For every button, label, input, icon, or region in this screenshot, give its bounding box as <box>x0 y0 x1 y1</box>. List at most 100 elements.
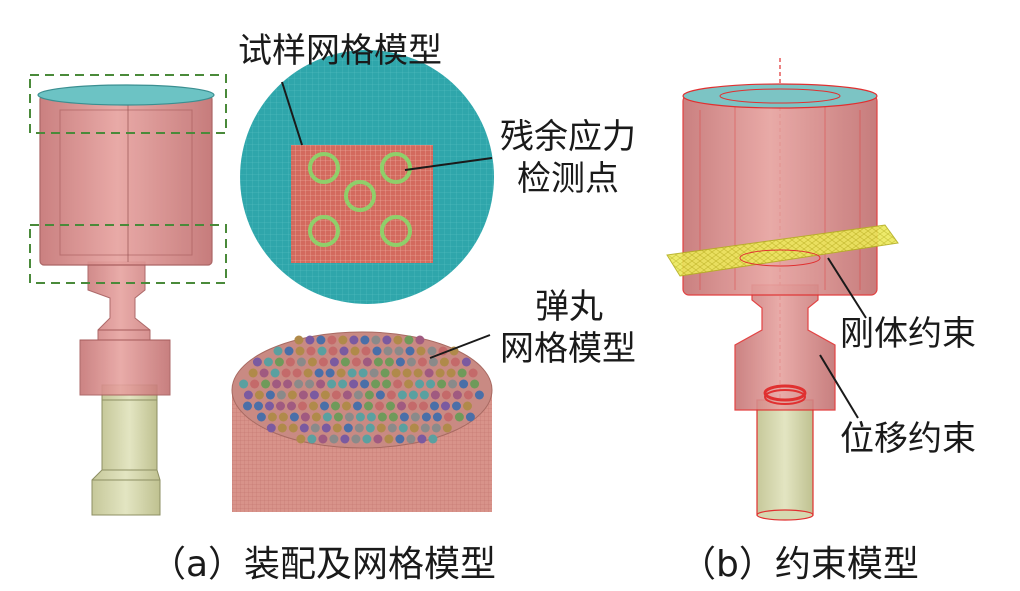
residual-stress-label-2: 检测点 <box>517 159 619 199</box>
shot-ball <box>322 412 332 422</box>
shot-ball <box>300 412 310 422</box>
caption-b: （b）约束模型 <box>680 544 919 585</box>
shot-ball <box>382 335 392 345</box>
shot-ball <box>474 390 484 400</box>
shot-ball <box>377 412 387 422</box>
shot-ball <box>289 412 299 422</box>
shot-ball <box>283 379 293 389</box>
shot-ball <box>413 368 423 378</box>
shot-ball <box>454 412 464 422</box>
shot-ball <box>328 346 338 356</box>
shot-ball <box>350 346 360 356</box>
shot-ball <box>386 390 396 400</box>
shot-ball <box>287 390 297 400</box>
shot-ball <box>314 368 324 378</box>
shot-ball <box>432 412 442 422</box>
shot-ball <box>351 357 361 367</box>
shot-ball <box>382 379 392 389</box>
shot-ball <box>325 368 335 378</box>
leader-rigid <box>827 257 867 319</box>
shot-ball <box>331 390 341 400</box>
shot-ball <box>416 346 426 356</box>
shot-ball <box>393 335 403 345</box>
shot-ball <box>419 390 429 400</box>
leader-residual-stress <box>404 157 493 171</box>
lower-fixture-foot <box>91 469 161 516</box>
shot-ball <box>459 379 469 389</box>
shot-ball <box>317 346 327 356</box>
shot-ball <box>294 335 304 345</box>
shot-ball <box>371 379 381 389</box>
shot-ball <box>338 379 348 389</box>
shot-ball <box>387 423 397 433</box>
shot-ball <box>310 423 320 433</box>
shot-ball <box>340 434 350 444</box>
detection-points <box>308 152 412 247</box>
shot-ball <box>441 401 450 411</box>
shot-ball <box>415 379 425 389</box>
shot-ball <box>248 368 258 378</box>
shot-ball <box>360 335 370 345</box>
residual-stress-label-1: 残余应力 <box>500 117 636 157</box>
shot-ball <box>298 390 308 400</box>
shot-mesh-view <box>231 331 493 512</box>
shot-ball <box>339 346 349 356</box>
shot-ball <box>266 423 276 433</box>
shot-ball <box>344 412 354 422</box>
shot-balls <box>239 335 484 444</box>
shot-ball <box>318 357 328 367</box>
shot-ball <box>299 423 309 433</box>
shot-ball <box>463 390 473 400</box>
shot-ball <box>270 368 280 378</box>
shot-ball <box>441 390 451 400</box>
shot-ball <box>372 346 382 356</box>
shot-ball <box>256 412 266 422</box>
shot-ball <box>349 335 359 345</box>
shot-ball <box>298 401 307 411</box>
shot-ball <box>452 401 461 411</box>
dashed-box-top <box>29 74 227 134</box>
assembly-model <box>29 74 227 516</box>
shot-ball <box>450 357 460 367</box>
shot-ball <box>261 379 271 389</box>
shot-ball <box>276 390 286 400</box>
shot-ball <box>361 346 371 356</box>
shot-ball <box>254 401 263 411</box>
constraint-model <box>666 58 899 521</box>
shot-ball <box>309 401 318 411</box>
shot-ball <box>309 390 319 400</box>
shot-ball <box>273 346 283 356</box>
shot-ball <box>452 390 462 400</box>
shot-ball <box>278 412 288 422</box>
shot-ball <box>306 346 316 356</box>
shot-ball <box>384 357 394 367</box>
shot-ball <box>376 423 386 433</box>
shot-ball <box>431 423 441 433</box>
shot-ball <box>369 368 379 378</box>
shot-ball <box>371 335 381 345</box>
shot-ball <box>386 401 395 411</box>
shot-ball <box>311 412 321 422</box>
shot-ball <box>393 379 403 389</box>
shot-ball <box>375 401 384 411</box>
shot-ball <box>364 390 374 400</box>
shot-ball <box>437 379 447 389</box>
shot-ball <box>288 423 298 433</box>
leader-specimen-mesh <box>281 81 303 146</box>
shot-ball <box>364 401 373 411</box>
shot-ball <box>329 434 339 444</box>
shot-ball <box>470 379 480 389</box>
shot-ball <box>365 423 375 433</box>
shot-ball <box>443 412 453 422</box>
specimen-neck <box>79 261 171 396</box>
shot-ball <box>463 401 472 411</box>
detection-point <box>344 180 376 212</box>
shot-ball <box>358 368 368 378</box>
shot-ball <box>366 412 376 422</box>
shot-ball <box>397 401 406 411</box>
shot-ball <box>373 434 383 444</box>
shot-ball <box>397 390 407 400</box>
shot-ball <box>405 346 415 356</box>
shot-ball <box>351 434 361 444</box>
shot-ball <box>406 357 416 367</box>
